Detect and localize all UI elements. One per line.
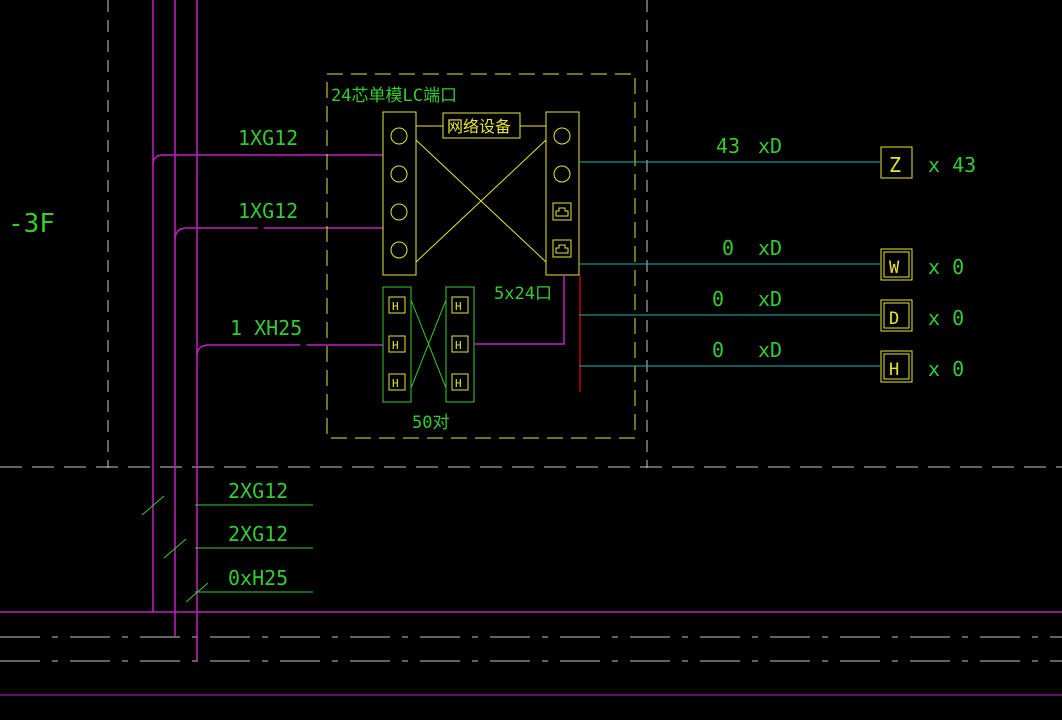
network-device-label: 网络设备	[447, 117, 511, 136]
fiber-port-icon	[390, 127, 408, 145]
port-count-label: 5x24口	[494, 284, 552, 304]
incoming-cable-path	[152, 154, 383, 166]
output-multiplier: x 0	[928, 255, 964, 279]
fiber-port-icon	[553, 127, 571, 145]
output-count: 0	[712, 338, 724, 362]
fiber-port-icon	[390, 165, 408, 183]
rj45-port-icon	[555, 207, 569, 217]
terminal-letter: H	[889, 360, 899, 380]
output-type: xD	[758, 236, 782, 260]
riser-cable-label: 0xH25	[228, 566, 288, 590]
h-port-icon	[451, 373, 469, 391]
floor-label: -3F	[8, 209, 55, 239]
terminal-box-inner	[883, 251, 910, 278]
h-port-label: H	[455, 300, 462, 313]
fiber-port-icon	[553, 165, 571, 183]
terminal-box	[880, 350, 913, 383]
riser-cable-tick	[185, 582, 209, 603]
rj45-port-icon	[555, 244, 569, 254]
cross-connect-line	[415, 139, 547, 263]
output-count: 0	[712, 287, 724, 311]
terminal-box-inner	[883, 353, 910, 380]
pair-count-label: 50对	[412, 413, 449, 433]
terminal-letter: D	[889, 309, 899, 329]
h-port-label: H	[392, 377, 399, 390]
output-multiplier: x 43	[928, 153, 976, 177]
output-multiplier: x 0	[928, 306, 964, 330]
fiber-port-icon	[390, 241, 408, 259]
output-count: 43	[716, 134, 740, 158]
h-port-label: H	[392, 339, 399, 352]
fiber-patch-panel-left	[382, 111, 417, 276]
h-port-icon	[388, 296, 406, 314]
voice-cross-line	[410, 299, 447, 389]
structure-lines	[0, 0, 1062, 696]
output-type: xD	[758, 287, 782, 311]
terminal-letter: Z	[889, 153, 901, 177]
riser-cable-label: 2XG12	[228, 479, 288, 503]
h-port-icon	[451, 296, 469, 314]
terminal-box-inner	[883, 302, 910, 329]
output-multiplier: x 0	[928, 357, 964, 381]
output-count: 0	[722, 236, 734, 260]
voice-link-line	[474, 275, 565, 345]
riser-cable-labels: 2XG12 2XG12 0xH25	[141, 479, 313, 603]
h-markers: H H H H H H	[388, 296, 469, 391]
riser-cable-tick	[163, 538, 187, 559]
patch-panel-right	[545, 111, 580, 276]
h-port-label: H	[392, 300, 399, 313]
incoming-cable-path	[196, 344, 383, 357]
h-port-label: H	[455, 377, 462, 390]
fiber-port-icon	[390, 203, 408, 221]
incoming-cable-label: 1XG12	[238, 126, 298, 150]
terminal-box	[880, 248, 913, 281]
incoming-cable-label: 1 XH25	[230, 316, 302, 340]
panel-title: 24芯单模LC端口	[331, 86, 457, 106]
h-port-label: H	[455, 339, 462, 352]
h-port-icon	[388, 373, 406, 391]
incoming-cable-path	[174, 227, 383, 241]
rj45-port-icon	[552, 239, 572, 258]
riser-cable-tick	[141, 495, 165, 516]
incoming-cable-label: 1XG12	[238, 199, 298, 223]
terminal-letter: W	[889, 258, 900, 278]
terminal-box	[880, 146, 913, 179]
output-type: xD	[758, 338, 782, 362]
h-port-icon	[451, 335, 469, 353]
outputs: 43 xD Z x 43 0 xD W x 0 0 xD D x 0 0 xD …	[579, 134, 976, 383]
terminal-box	[880, 299, 913, 332]
voice-panel-left	[382, 286, 412, 403]
rj45-port-icon	[552, 202, 572, 221]
output-type: xD	[758, 134, 782, 158]
distribution-cabinet: 24芯单模LC端口 网络设备 5x24口 H H	[326, 73, 636, 439]
riser-cable-label: 2XG12	[228, 522, 288, 546]
cabinet-outline	[326, 73, 636, 439]
h-port-icon	[388, 335, 406, 353]
